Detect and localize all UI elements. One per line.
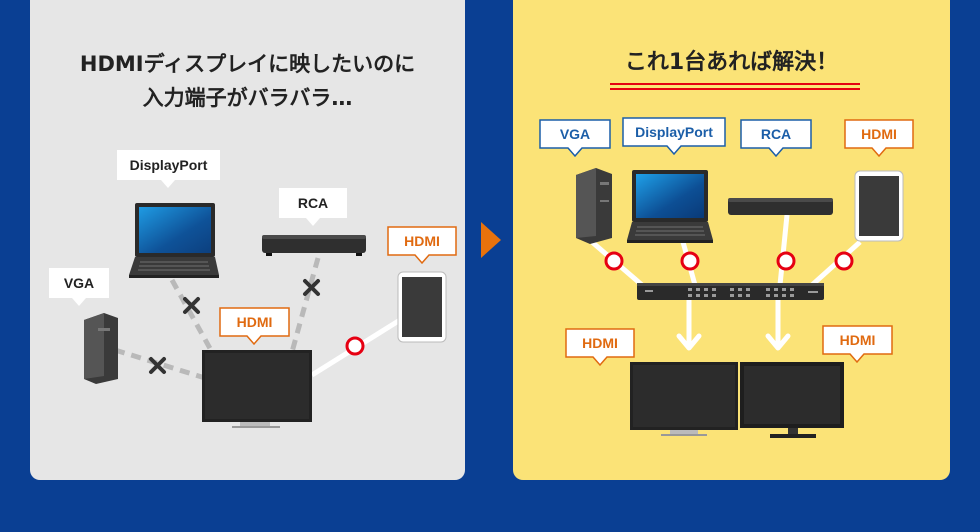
problem-title-line-2: 入力端子がバラバラ… — [142, 86, 353, 110]
callout-label: HDMI — [861, 126, 897, 142]
solution-title: これ1台あれば解決！ — [624, 50, 839, 75]
displayport-callout: DisplayPort — [622, 117, 726, 156]
laptop-icon — [627, 170, 713, 243]
ok-circle-icon — [345, 336, 365, 356]
hdmi-output-left-callout: HDMI — [565, 328, 635, 367]
title-underline — [610, 83, 860, 90]
vga-callout: VGA — [539, 119, 611, 158]
down-arrow-icon — [676, 333, 791, 351]
right-arrow-icon — [481, 222, 501, 258]
callout-label: HDMI — [582, 335, 618, 351]
callout-label: DisplayPort — [635, 124, 713, 140]
displayport-to-display-line — [169, 278, 215, 354]
tablet-icon — [397, 271, 447, 343]
recorder-box-icon — [262, 235, 366, 256]
callout-label: DisplayPort — [129, 157, 208, 173]
hdmi-output-right-callout: HDMI — [822, 325, 893, 364]
cross-mark-icon — [149, 279, 320, 374]
callout-label: HDMI — [839, 332, 876, 348]
hdmi-switcher-icon — [637, 283, 824, 300]
callout-label: VGA — [559, 126, 591, 142]
callout-label: VGA — [63, 275, 95, 291]
callout-label: HDMI — [404, 233, 440, 249]
hdmi-display-icon — [202, 350, 312, 428]
displayport-callout: DisplayPort — [117, 150, 220, 188]
problem-title-line-1: HDMIディスプレイに映したいのに — [79, 52, 416, 76]
hdmi-display-icon — [740, 362, 844, 438]
rca-to-switcher-line — [777, 214, 790, 286]
callout-label: RCA — [297, 195, 329, 211]
callout-label: HDMI — [236, 314, 273, 330]
ok-circle-icon — [604, 251, 854, 271]
rca-callout: RCA — [279, 188, 347, 226]
hdmi-tablet-callout: HDMI — [844, 119, 914, 158]
hdmi-display-callout: HDMI — [219, 307, 290, 346]
laptop-icon — [129, 203, 219, 278]
rca-callout: RCA — [740, 119, 812, 158]
hdmi-display-icon — [630, 362, 738, 436]
desktop-pc-icon — [576, 168, 612, 244]
recorder-box-icon — [728, 198, 833, 215]
vga-callout: VGA — [49, 268, 109, 306]
desktop-pc-icon — [84, 313, 118, 384]
hdmi-tablet-callout: HDMI — [387, 226, 457, 265]
tablet-icon — [854, 170, 904, 242]
callout-label: RCA — [760, 126, 792, 142]
